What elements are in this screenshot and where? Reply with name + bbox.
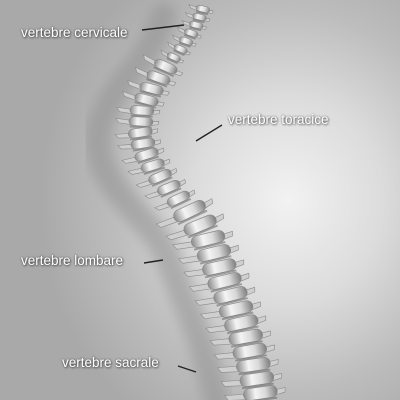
vertebra: [154, 189, 196, 211]
label-sacral-vertebrae: vertebre sacrale: [62, 355, 159, 370]
vertebra: [134, 66, 177, 88]
vertebra: [217, 357, 279, 376]
label-thoracic-vertebrae: vertebre toracice: [228, 112, 329, 127]
label-lumbar-vertebrae: vertebre lombare: [21, 253, 124, 268]
vertebra: [121, 147, 165, 165]
vertebra: [200, 300, 261, 321]
vertebra: [183, 258, 245, 279]
vertebra: [114, 126, 159, 141]
vertebra: [178, 244, 239, 265]
vertebra: [115, 116, 160, 129]
vertebra: [127, 158, 171, 176]
vertebra: [177, 26, 202, 40]
leader-line-cervical: [141, 24, 185, 31]
vertebra: [181, 20, 207, 32]
vertebral-column: [114, 4, 286, 400]
leader-lines: [141, 24, 223, 373]
vertebra: [155, 198, 214, 228]
vertebra: [122, 90, 165, 109]
leader-line-lumbar: [143, 259, 164, 264]
vertebra: [188, 272, 250, 293]
leader-line-sacral: [177, 365, 197, 373]
vertebra: [144, 178, 186, 199]
vertebra: [209, 328, 271, 348]
vertebra: [220, 371, 283, 390]
vertebra: [171, 34, 197, 48]
vertebra: [194, 286, 256, 307]
spine-shadow: [84, 3, 230, 400]
vertebra: [127, 79, 170, 98]
vertebra: [172, 230, 233, 251]
label-cervical-vertebrae: vertebre cervicale: [21, 25, 128, 40]
vertebra: [184, 12, 211, 24]
vertebra: [213, 342, 275, 362]
leader-line-thoracic: [195, 124, 223, 142]
vertebra: [143, 54, 184, 78]
vertebra: [135, 167, 178, 188]
vertebra: [160, 49, 185, 65]
vertebra: [167, 41, 191, 57]
vertebra: [117, 137, 161, 152]
vertebra: [205, 314, 267, 335]
vertebra: [116, 105, 161, 118]
vertebra: [165, 213, 225, 241]
vertebra: [188, 4, 214, 16]
